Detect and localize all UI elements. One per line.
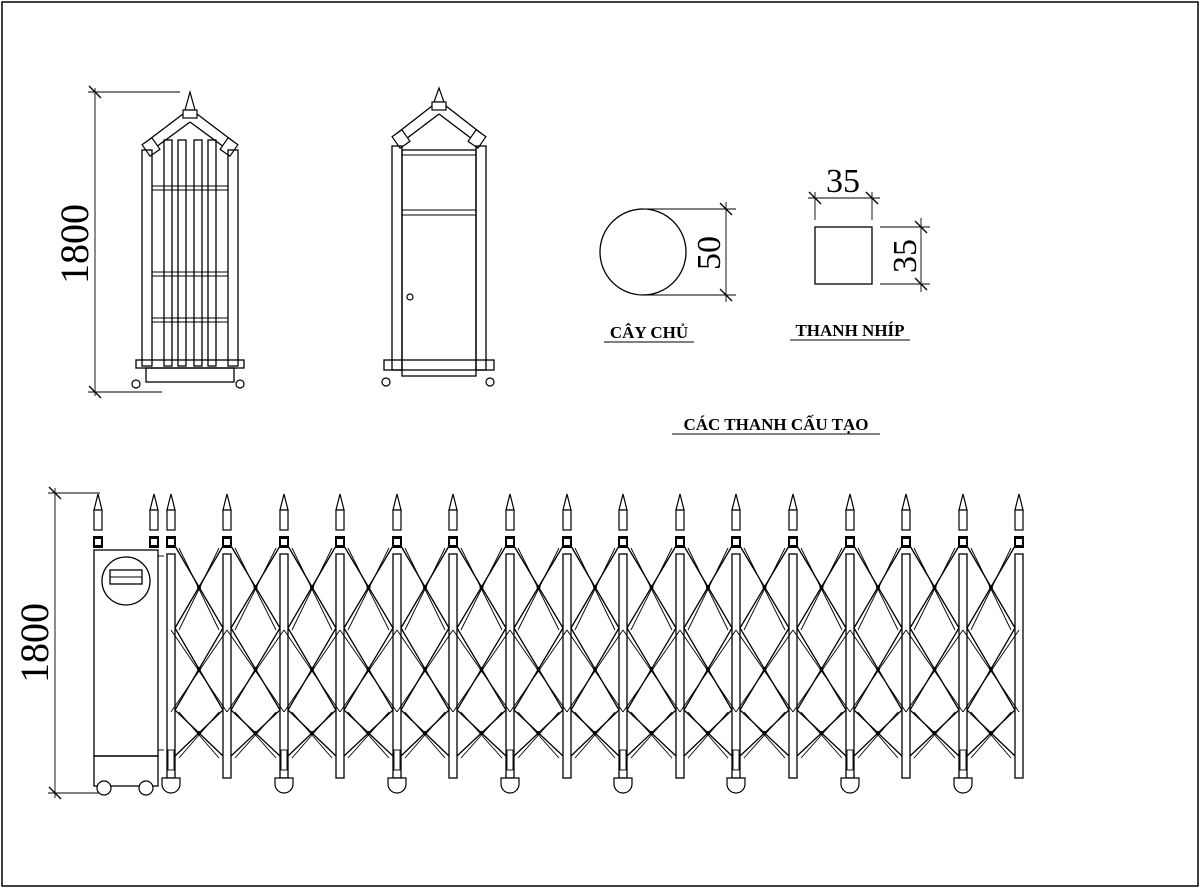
gate-post bbox=[901, 493, 911, 779]
gate-bay bbox=[622, 545, 681, 759]
gate-post bbox=[953, 493, 973, 794]
gate-bay bbox=[509, 545, 568, 759]
gate-height-label: 1800 bbox=[12, 603, 57, 683]
gate-bay bbox=[905, 545, 964, 759]
gate-bay bbox=[339, 545, 398, 759]
gate-posts bbox=[93, 493, 1024, 794]
post-caption: CÂY CHỦ bbox=[610, 323, 688, 342]
gate-post bbox=[93, 493, 103, 548]
gate-post bbox=[675, 493, 685, 779]
gate-bay bbox=[962, 545, 1020, 759]
gate-post bbox=[840, 493, 860, 794]
gate-bay bbox=[396, 545, 454, 759]
bar-height-label: 35 bbox=[887, 239, 924, 273]
gate-post bbox=[726, 493, 746, 794]
gate-post bbox=[500, 493, 520, 794]
bar-width-label: 35 bbox=[826, 163, 860, 200]
gate-bay bbox=[170, 545, 228, 759]
side-view-height-label: 1800 bbox=[52, 204, 97, 284]
gate-post bbox=[448, 493, 458, 779]
gate-post bbox=[149, 493, 159, 548]
gate-bay bbox=[452, 545, 511, 759]
gate-post bbox=[788, 493, 798, 779]
gate-bay bbox=[566, 545, 624, 759]
gate-post bbox=[613, 493, 633, 794]
gate-post bbox=[161, 493, 181, 794]
control-cabinet bbox=[93, 549, 164, 796]
gate-bay bbox=[792, 545, 851, 759]
bar-caption: THANH NHÍP bbox=[795, 321, 904, 340]
gate-bay bbox=[849, 545, 907, 759]
front-view-main-post bbox=[381, 86, 495, 387]
gate-post bbox=[1014, 493, 1024, 779]
gate-post bbox=[562, 493, 572, 779]
gate-post bbox=[222, 493, 232, 779]
gate-bay bbox=[283, 545, 341, 759]
gate-elevation: 1800 bbox=[12, 486, 1024, 800]
post-diameter-label: 50 bbox=[691, 236, 728, 270]
gate-bays bbox=[170, 545, 1020, 759]
gate-bay bbox=[679, 545, 737, 759]
lock-icon bbox=[406, 293, 414, 301]
gate-post bbox=[335, 493, 345, 779]
gate-post bbox=[387, 493, 407, 794]
side-view-folded-gate: 1800 bbox=[52, 85, 245, 399]
post-cross-section: 50 CÂY CHỦ bbox=[599, 202, 736, 343]
gate-bay bbox=[226, 545, 285, 759]
parts-caption: CÁC THANH CẤU TẠO bbox=[684, 415, 869, 434]
gate-post bbox=[274, 493, 294, 794]
bar-cross-section: 35 35 THANH NHÍP bbox=[790, 163, 930, 341]
gate-bay bbox=[735, 545, 794, 759]
